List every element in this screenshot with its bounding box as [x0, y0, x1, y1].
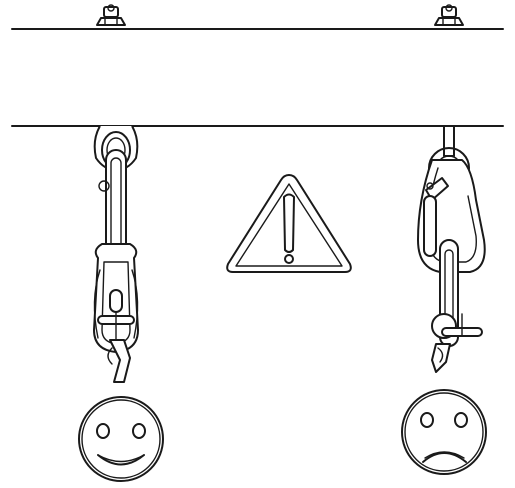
bolt-icon-right: [434, 4, 464, 26]
chain-tail-right: [431, 343, 451, 373]
warning-triangle-icon: [226, 174, 352, 273]
screw-gate: [109, 289, 123, 313]
frown-face-icon: [401, 389, 487, 475]
mount-post-right: [443, 125, 455, 157]
bolt-icon-left: [96, 4, 126, 26]
correct-chain-assembly: [93, 125, 139, 383]
chain-tail-left: [109, 339, 131, 383]
incorrect-chain-assembly: [417, 125, 486, 373]
exclamation-mark: [283, 193, 295, 253]
smiley-face-icon: [78, 396, 164, 482]
